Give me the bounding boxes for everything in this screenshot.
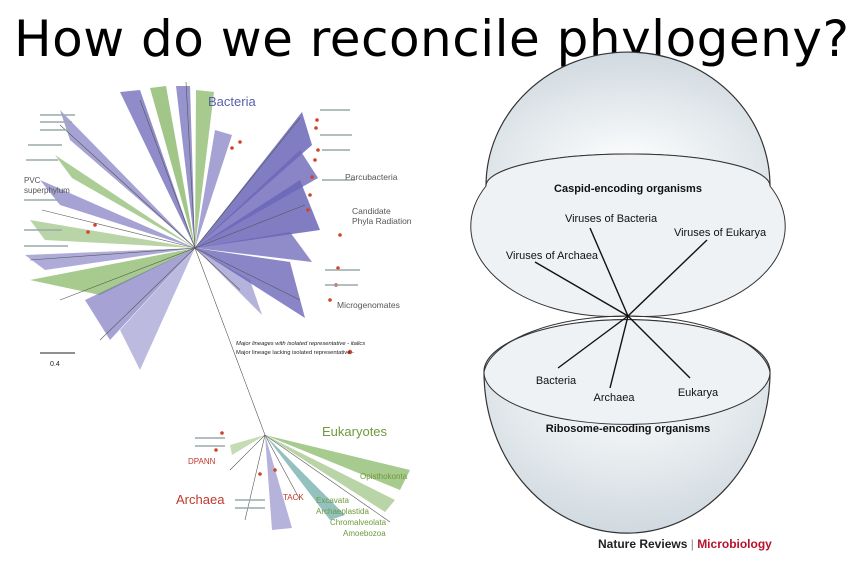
wedge	[30, 248, 195, 295]
red-dot	[86, 230, 90, 234]
red-dot	[273, 468, 277, 472]
tree-edges	[534, 227, 708, 389]
eukaryote-archaea-wedges	[230, 435, 410, 530]
label-pvc-line1: PVC	[24, 176, 41, 185]
taxon-label-lines	[24, 109, 360, 509]
top-hemisphere-label: Caspid-encoding organisms	[554, 183, 702, 195]
wedge	[195, 232, 312, 262]
label-parcubacteria: Parcubacteria	[345, 172, 398, 182]
tree-of-life: Bacteria Parcubacteria Candidate Phyla R…	[24, 81, 412, 538]
red-dot	[316, 148, 320, 152]
label-viruses-of-eukarya: Viruses of Eukarya	[674, 227, 767, 239]
label-tack: TACK	[283, 493, 304, 502]
red-dot	[313, 158, 317, 162]
label-excavata: Excavata	[316, 496, 349, 505]
label-cpr-line1: Candidate	[352, 206, 391, 216]
red-dot	[214, 448, 218, 452]
label-microgenomates: Microgenomates	[337, 300, 400, 310]
journal-credit: Nature Reviews | Microbiology	[598, 537, 772, 551]
wedge	[195, 90, 214, 248]
label-archaea-cell: Archaea	[594, 392, 636, 404]
label-archaeplastida: Archaeplastida	[316, 507, 369, 516]
red-dot	[93, 223, 97, 227]
wedge	[60, 110, 195, 248]
wedge	[40, 180, 195, 248]
label-cpr-line2: Phyla Radiation	[352, 216, 412, 226]
edge-archaea	[609, 315, 629, 389]
credit-journal: Nature Reviews	[598, 537, 688, 551]
edge-viruses-eukarya	[627, 239, 708, 317]
label-archaea: Archaea	[176, 492, 225, 507]
credit-separator: |	[690, 537, 694, 551]
tree-branches	[29, 81, 391, 523]
wedge	[195, 180, 320, 248]
upper-rim	[470, 153, 786, 317]
edge-eukarya	[627, 315, 691, 379]
edge-bacteria	[557, 315, 629, 369]
red-dot	[315, 118, 319, 122]
wedge	[265, 435, 345, 520]
red-dot	[310, 175, 314, 179]
red-dot	[336, 266, 340, 270]
slide-title: How do we reconcile phylogeny?	[14, 10, 850, 68]
edge-viruses-bacteria	[589, 227, 629, 317]
label-chromalveolata: Chromalveolata	[330, 518, 387, 527]
wedge	[195, 248, 262, 315]
wedge	[25, 248, 195, 270]
wedge	[150, 86, 195, 248]
two-domain-sphere-diagram: Caspid-encoding organisms Viruses of Bac…	[470, 51, 786, 534]
label-viruses-of-archaea: Viruses of Archaea	[506, 250, 599, 262]
wedge	[55, 155, 195, 248]
red-dot	[314, 126, 318, 130]
credit-section: Microbiology	[697, 537, 772, 551]
legend-dot: Major lineage lacking isolated represent…	[236, 350, 354, 356]
wedge	[265, 435, 410, 490]
label-amoebozoa: Amoebozoa	[343, 529, 386, 538]
red-dot	[347, 349, 353, 355]
label-eukarya-cell: Eukarya	[678, 387, 719, 399]
wedge	[195, 150, 318, 248]
red-dot	[258, 472, 262, 476]
uncultured-lineage-dots	[86, 118, 353, 476]
legend-italics: Major lineages with isolated representat…	[236, 341, 365, 347]
red-dot	[238, 140, 242, 144]
red-dot	[338, 233, 342, 237]
scale-bar-label: 0.4	[50, 361, 60, 368]
wedge	[120, 90, 195, 248]
label-opisthokonta: Opisthokonta	[360, 472, 408, 481]
label-bacteria: Bacteria	[208, 94, 256, 109]
red-dot	[308, 193, 312, 197]
wedge	[265, 435, 395, 512]
red-dot	[306, 208, 310, 212]
wedge	[230, 435, 265, 455]
red-dot	[230, 146, 234, 150]
red-dot	[220, 431, 224, 435]
edge-viruses-archaea	[534, 261, 629, 317]
bacteria-wedges	[25, 86, 320, 370]
label-eukaryotes: Eukaryotes	[322, 424, 388, 439]
label-viruses-of-bacteria: Viruses of Bacteria	[565, 213, 658, 225]
label-bacteria-cell: Bacteria	[536, 375, 577, 387]
label-dpann: DPANN	[188, 457, 216, 466]
wedge	[195, 130, 232, 248]
lower-rim	[483, 319, 771, 425]
label-pvc-line2: superphylum	[24, 186, 70, 195]
bottom-hemisphere-label: Ribosome-encoding organisms	[546, 423, 710, 435]
wedge	[85, 248, 195, 340]
red-dot	[328, 298, 332, 302]
wedge	[120, 248, 195, 370]
wedge	[195, 112, 312, 248]
wedge	[176, 86, 195, 248]
wedge	[30, 220, 195, 248]
wedge	[265, 435, 292, 530]
